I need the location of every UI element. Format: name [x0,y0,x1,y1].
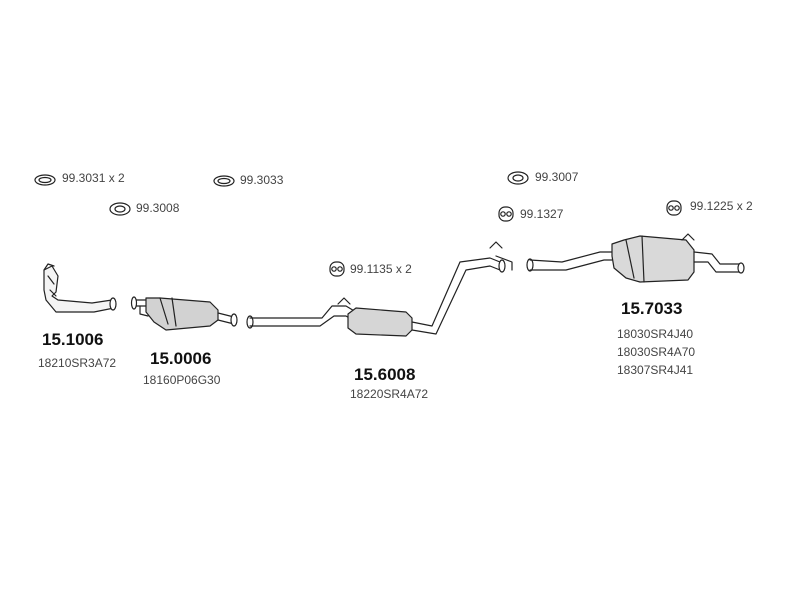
oe-number-rear-silencer-2: 18030SR4A70 [617,345,696,359]
gasket-label-99-3008: 99.3008 [136,201,180,215]
rear-silencer-drawing [526,233,745,283]
hanger-99-1135-icon [329,261,345,277]
hanger-label-99-1135: 99.1135 x 2 [350,262,412,276]
hanger-label-99-1225: 99.1225 x 2 [690,199,753,213]
hanger-99-1327-icon [498,206,514,222]
oe-number-centre-silencer: 18220SR4A72 [350,387,429,401]
part-code-rear-silencer: 15.7033 [621,299,683,318]
part-code-catalyst: 15.0006 [150,349,212,368]
gasket-ring-99-3031-icon [34,174,56,186]
part-code-centre-silencer: 15.6008 [354,365,416,384]
catalytic-converter-drawing [130,296,238,331]
part-code-front-pipe: 15.1006 [42,330,104,349]
oe-number-rear-silencer-3: 18307SR4J41 [617,363,694,377]
oe-number-catalyst: 18160P06G30 [143,373,221,387]
hanger-label-99-1327: 99.1327 [520,207,564,221]
gasket-label-99-3007: 99.3007 [535,170,579,184]
gasket-label-99-3033: 99.3033 [240,173,284,187]
gasket-ring-99-3007-icon [507,171,529,185]
front-pipe-drawing [43,263,117,313]
gasket-ring-99-3033-icon [213,175,235,187]
centre-silencer-drawing [246,241,513,337]
gasket-ring-99-3008-icon [109,202,131,216]
oe-number-rear-silencer-1: 18030SR4J40 [617,327,694,341]
gasket-label-99-3031: 99.3031 x 2 [62,171,125,185]
oe-number-front-pipe: 18210SR3A72 [38,356,117,370]
hanger-99-1225-icon [666,200,682,216]
